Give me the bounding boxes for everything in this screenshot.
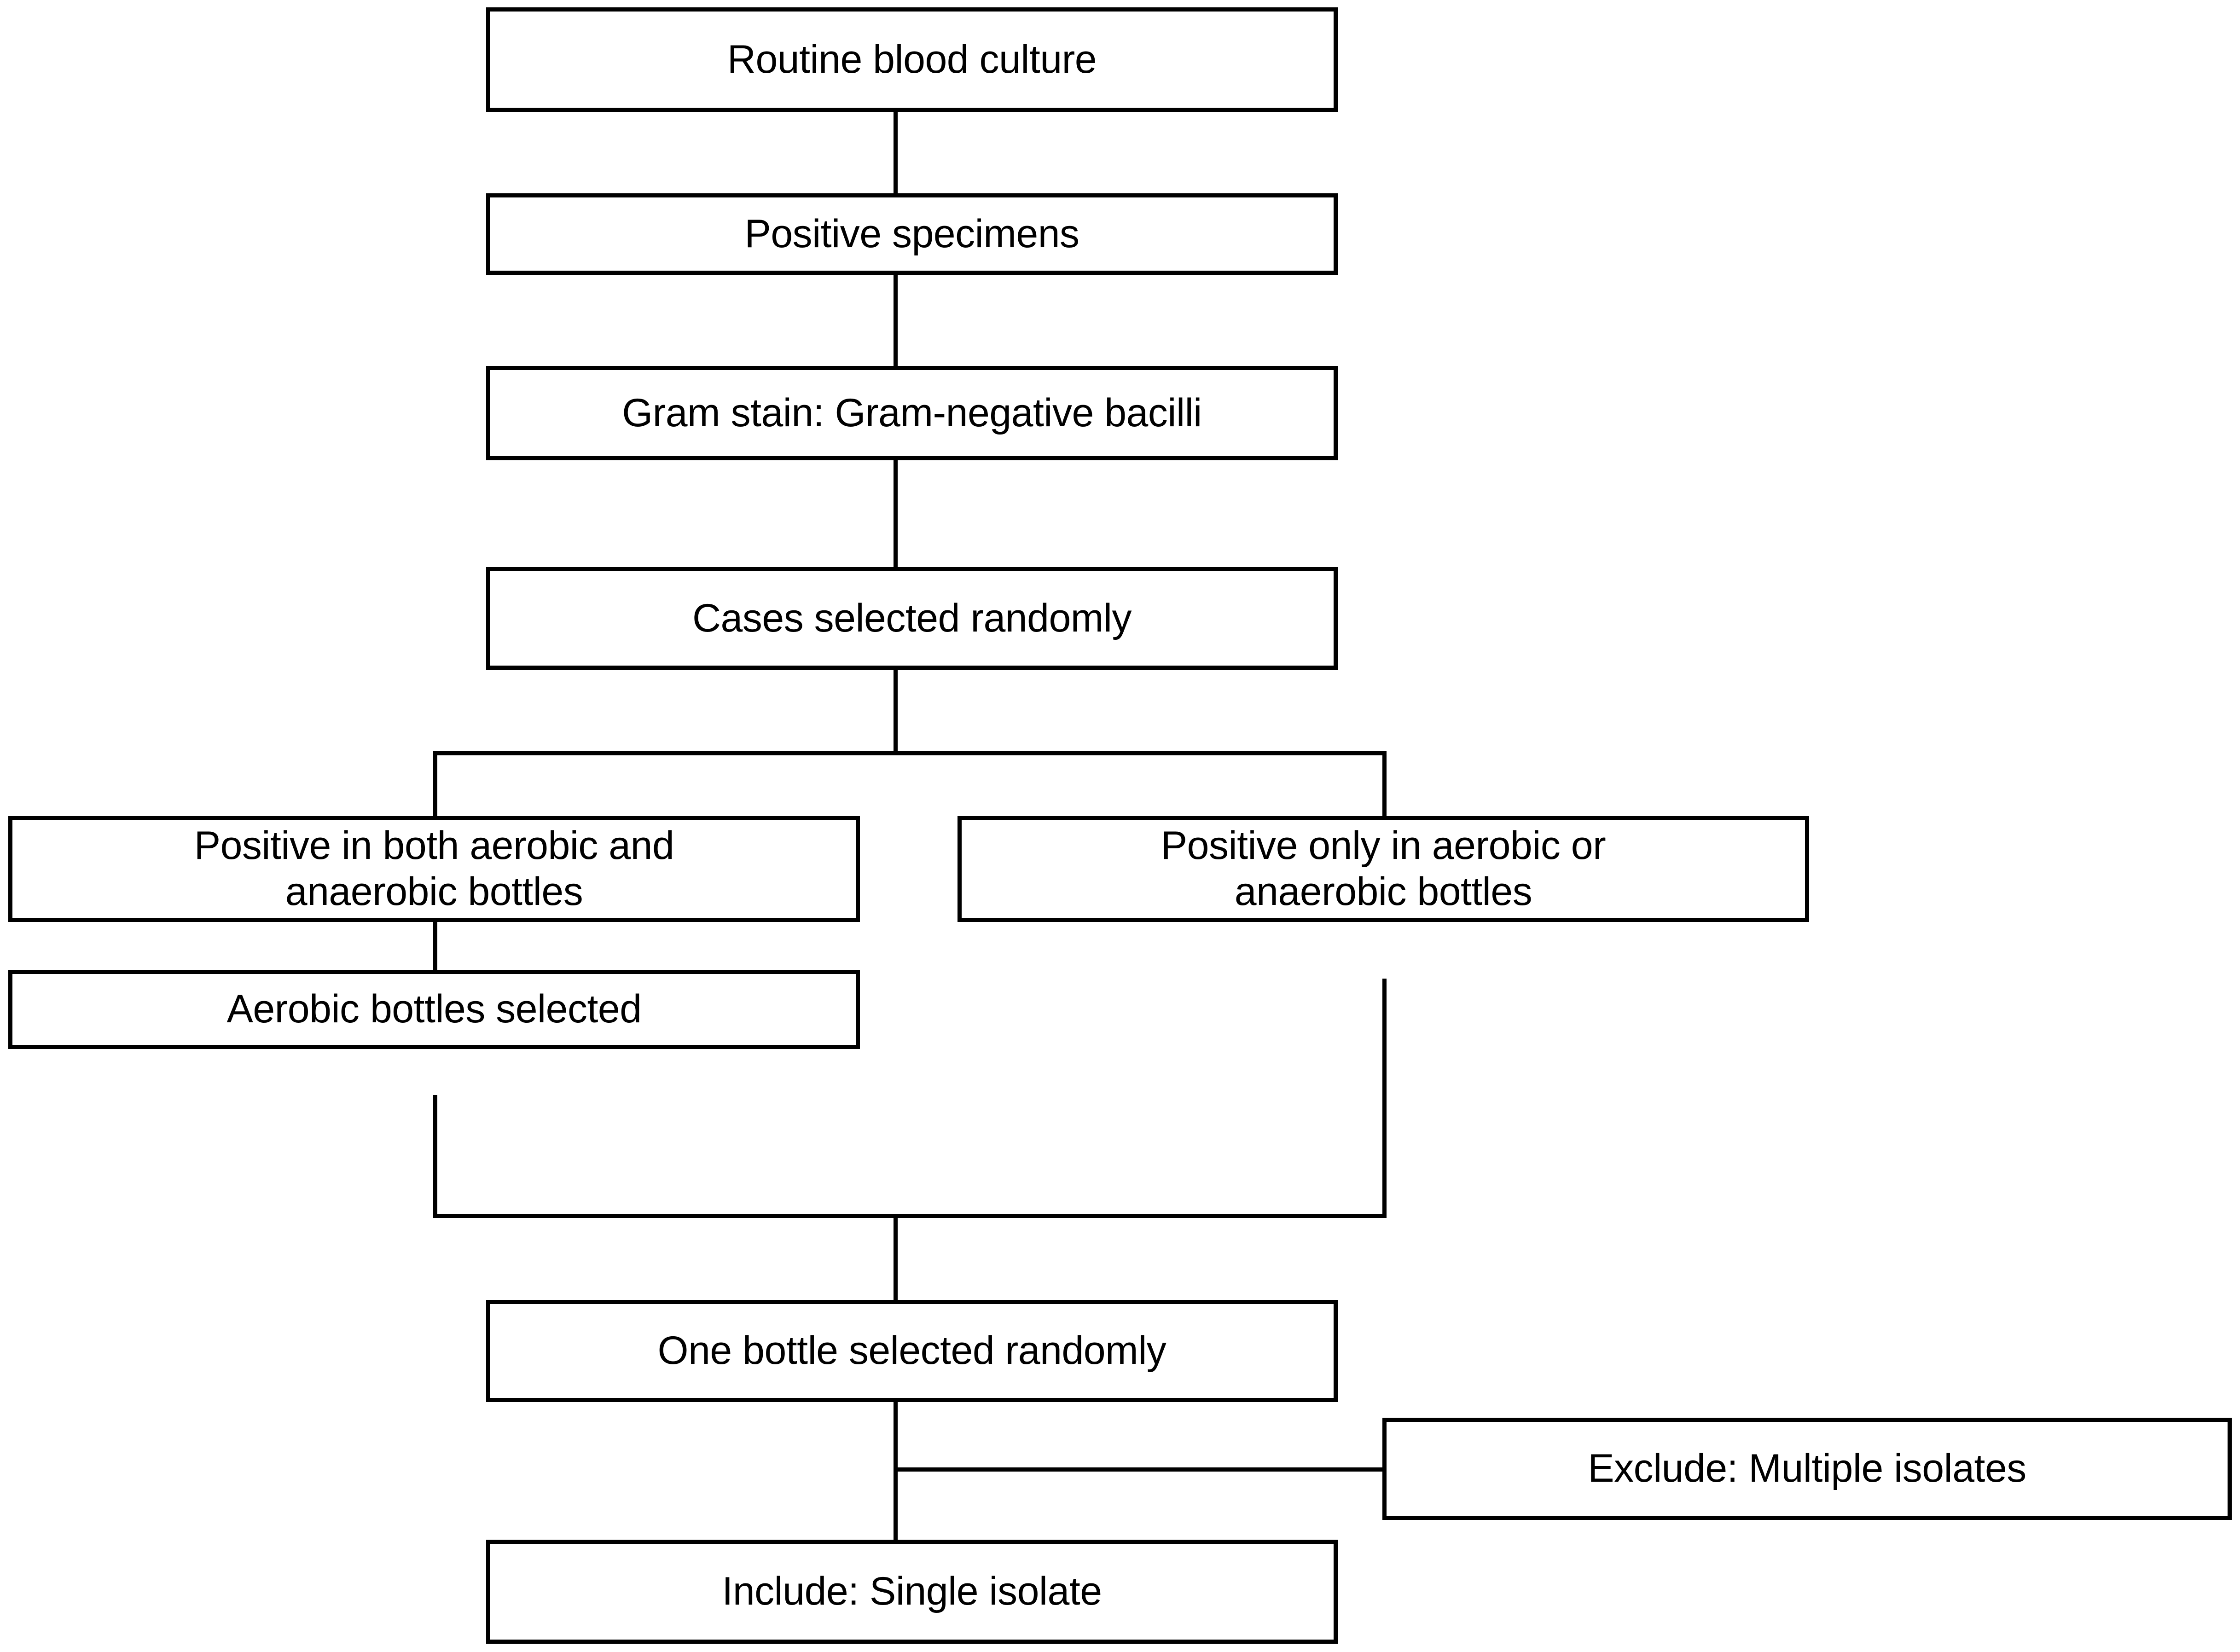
- node-cases-selected-randomly[interactable]: Cases selected randomly: [486, 567, 1338, 670]
- node-positive-specimens[interactable]: Positive specimens: [486, 193, 1338, 275]
- connector-merge-to-one-bottle: [894, 1214, 898, 1301]
- node-label: Gram stain: Gram-negative bacilli: [622, 390, 1202, 435]
- node-label: Positive specimens: [744, 211, 1079, 256]
- node-label: Exclude: Multiple isolates: [1588, 1446, 2026, 1491]
- merge-bar-branches: [433, 1214, 1387, 1218]
- node-label: Cases selected randomly: [692, 596, 1132, 640]
- node-label: Positive only in aerobic or anaerobic bo…: [1161, 823, 1606, 914]
- connector-aerobic-to-merge: [433, 1095, 437, 1216]
- split-bar-branches: [433, 751, 1387, 755]
- connector-split-to-left-branch: [433, 751, 437, 818]
- node-label: Routine blood culture: [727, 37, 1097, 81]
- node-aerobic-bottles-selected[interactable]: Aerobic bottles selected: [8, 970, 860, 1049]
- connector-routine-to-positive: [894, 112, 898, 195]
- connector-positive-to-gram: [894, 275, 898, 367]
- node-include-single-isolate[interactable]: Include: Single isolate: [486, 1540, 1338, 1644]
- node-label: Positive in both aerobic and anaerobic b…: [194, 823, 674, 914]
- node-one-bottle-selected[interactable]: One bottle selected randomly: [486, 1300, 1338, 1402]
- node-routine-blood-culture[interactable]: Routine blood culture: [486, 7, 1338, 112]
- connector-split-to-right-branch: [1382, 751, 1387, 818]
- connector-onlyone-to-merge: [1382, 979, 1387, 1216]
- node-exclude-multiple-isolates[interactable]: Exclude: Multiple isolates: [1382, 1418, 2232, 1520]
- connector-gram-to-cases: [894, 460, 898, 568]
- node-label: Aerobic bottles selected: [226, 987, 642, 1032]
- node-positive-both-bottles[interactable]: Positive in both aerobic and anaerobic b…: [8, 816, 860, 922]
- connector-both-to-aerobic: [433, 922, 437, 970]
- node-gram-stain[interactable]: Gram stain: Gram-negative bacilli: [486, 366, 1338, 460]
- connector-one-bottle-to-include: [894, 1402, 898, 1542]
- connector-cases-to-split: [894, 670, 898, 754]
- node-label: Include: Single isolate: [722, 1569, 1102, 1614]
- node-label: One bottle selected randomly: [657, 1328, 1166, 1373]
- connector-one-bottle-to-exclude: [894, 1467, 1385, 1472]
- node-positive-only-one-bottle[interactable]: Positive only in aerobic or anaerobic bo…: [958, 816, 1809, 922]
